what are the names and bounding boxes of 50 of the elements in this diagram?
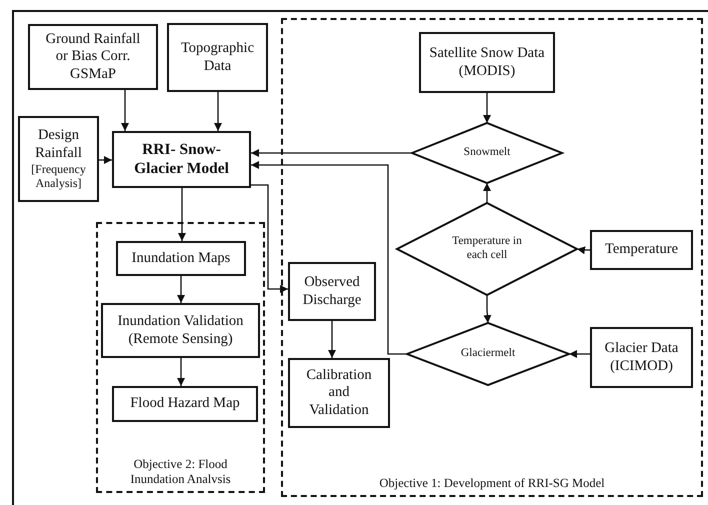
process-box <box>112 131 251 188</box>
arrow <box>251 161 407 355</box>
objective-group <box>281 18 703 497</box>
process-box <box>288 358 390 428</box>
arrow <box>569 350 590 358</box>
box-note: [Frequency Analysis] <box>30 162 87 191</box>
process-box <box>419 32 555 93</box>
box-label: Satellite Snow Data (MODIS) <box>428 45 546 80</box>
process-box <box>116 241 246 276</box>
decision-diamond <box>397 203 577 295</box>
box-label: Inundation Maps <box>132 250 230 268</box>
arrow <box>177 358 185 386</box>
process-box <box>288 262 376 321</box>
box-label: Glacier Data (ICIMOD) <box>604 340 680 375</box>
box-label: RRI- Snow- Glacier Model <box>133 140 230 178</box>
arrow <box>99 156 112 164</box>
group-caption: Objective 2: Flood Inundation Analvsis <box>129 457 232 487</box>
box-label: Design Rainfall <box>34 127 83 162</box>
decision-diamond <box>412 123 562 183</box>
arrow <box>121 90 129 131</box>
arrow <box>483 183 491 203</box>
process-box <box>18 116 99 202</box>
box-label: Calibration and Validation <box>306 366 372 420</box>
diamond-label: Snowmelt <box>464 146 510 160</box>
diamond-label: Temperature in each cell <box>451 235 523 263</box>
arrow <box>251 149 412 157</box>
arrow <box>177 276 185 303</box>
arrow <box>576 246 590 254</box>
process-box <box>101 303 260 358</box>
arrow <box>328 321 336 358</box>
arrow <box>251 184 288 293</box>
box-label: Topographic Data <box>180 40 256 75</box>
group-caption: Objective 1: Development of RRI-SG Model <box>379 476 605 491</box>
arrow <box>483 93 491 123</box>
arrow <box>214 92 222 131</box>
diamond-label: Glaciermelt <box>460 347 516 361</box>
process-box <box>590 327 693 388</box>
process-box <box>28 24 158 90</box>
arrow <box>483 295 492 324</box>
process-box <box>112 386 258 422</box>
box-label: Temperature <box>604 241 678 259</box>
objective-group <box>96 222 265 493</box>
box-label: Inundation Validation (Remote Sensing) <box>116 313 244 348</box>
box-label: Observed Discharge <box>302 274 362 309</box>
box-label: Ground Rainfall or Bias Corr. GSMaP <box>44 30 142 84</box>
decision-diamond <box>407 323 569 385</box>
process-box <box>167 23 268 92</box>
arrow <box>178 188 186 241</box>
box-label: Flood Hazard Map <box>130 395 240 413</box>
process-box <box>590 230 693 270</box>
